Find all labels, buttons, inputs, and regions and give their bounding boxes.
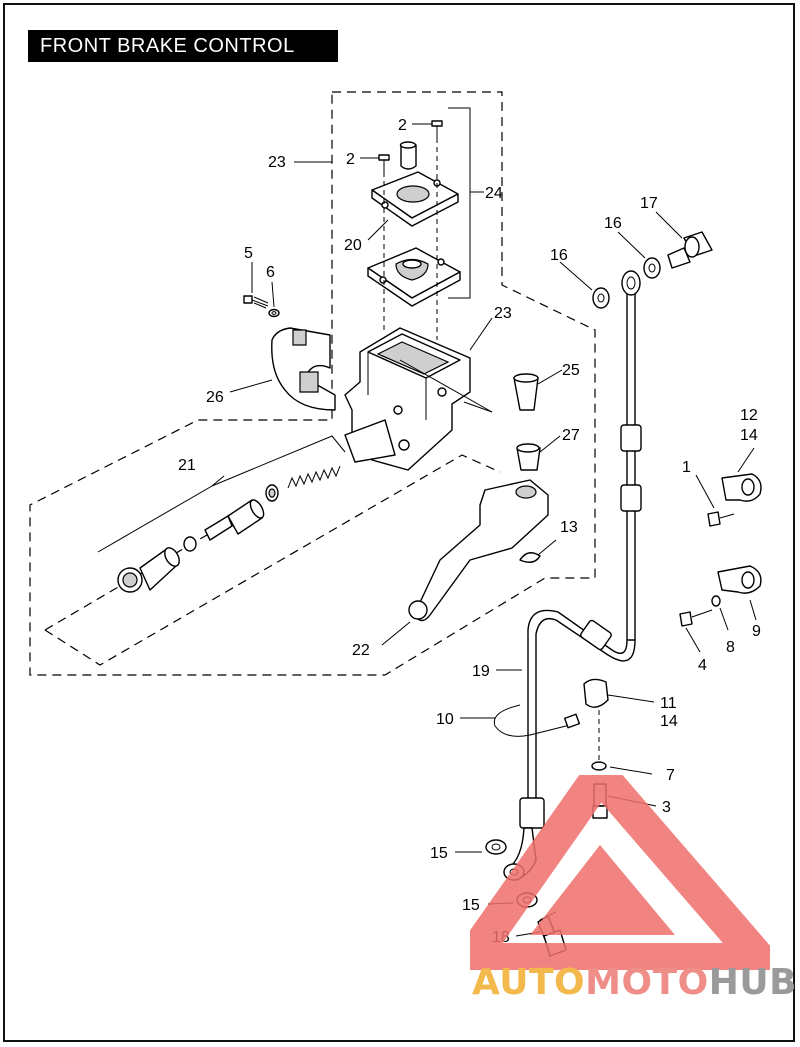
callout-15: 15 bbox=[462, 897, 480, 914]
reservoir-cover-assembly bbox=[367, 107, 471, 340]
retaining-ring bbox=[519, 552, 541, 563]
callout-2: 2 bbox=[346, 151, 355, 168]
callout-8: 8 bbox=[726, 639, 735, 656]
clamp-screw bbox=[243, 295, 269, 309]
callout-26: 26 bbox=[206, 389, 224, 406]
callout-7: 7 bbox=[666, 767, 675, 784]
callout-22: 22 bbox=[352, 642, 370, 659]
callout-9: 9 bbox=[752, 623, 761, 640]
leader-lines bbox=[229, 123, 757, 937]
line-clip-upper bbox=[707, 473, 762, 527]
clip-washer bbox=[591, 761, 607, 771]
watermark-hub: HUB bbox=[708, 962, 798, 1003]
cover-screw-b bbox=[378, 154, 390, 172]
cover-screw-a bbox=[431, 120, 443, 138]
callout-14: 14 bbox=[660, 713, 678, 730]
banjo-washer-upper-right bbox=[643, 257, 661, 279]
callout-labels: 2 2 23 24 20 5 6 26 23 25 27 13 21 22 16… bbox=[178, 117, 761, 946]
watermark-auto: AUTO bbox=[472, 962, 586, 1003]
callout-12: 12 bbox=[740, 407, 758, 424]
diagram-title: FRONT BRAKE CONTROL bbox=[28, 30, 338, 62]
callout-21: 21 bbox=[178, 457, 196, 474]
watermark-moto: MOTO bbox=[585, 962, 709, 1003]
callout-10: 10 bbox=[436, 711, 454, 728]
callout-3: 3 bbox=[662, 799, 671, 816]
callout-14: 14 bbox=[740, 427, 758, 444]
clamp-washer bbox=[268, 308, 280, 318]
callout-25: 25 bbox=[562, 362, 580, 379]
callout-23: 23 bbox=[268, 154, 286, 171]
banjo-washer-upper-left bbox=[592, 287, 610, 309]
cover-window bbox=[396, 185, 430, 203]
reservoir-cover-side bbox=[371, 189, 459, 227]
callout-2: 2 bbox=[398, 117, 407, 134]
callout-16: 16 bbox=[604, 215, 622, 232]
callout-1: 1 bbox=[682, 459, 691, 476]
callout-5: 5 bbox=[244, 245, 253, 262]
callout-6: 6 bbox=[266, 264, 275, 281]
master-cylinder-body bbox=[344, 327, 493, 471]
watermark-text: AUTOMOTOHUB bbox=[472, 962, 797, 1003]
callout-24: 24 bbox=[485, 185, 503, 202]
piston-kit bbox=[97, 435, 346, 593]
pivot-pin bbox=[513, 373, 539, 411]
callout-17: 17 bbox=[640, 195, 658, 212]
callout-19: 19 bbox=[472, 663, 490, 680]
page-border bbox=[3, 3, 795, 1042]
cable-strap bbox=[493, 704, 581, 737]
callout-4: 4 bbox=[698, 657, 707, 674]
brake-lever bbox=[408, 479, 549, 622]
callout-23: 23 bbox=[494, 305, 512, 322]
callout-27: 27 bbox=[562, 427, 580, 444]
callout-15: 15 bbox=[430, 845, 448, 862]
callout-20: 20 bbox=[344, 237, 362, 254]
banjo-washer-lower-a bbox=[485, 839, 507, 855]
banjo-bolt bbox=[667, 231, 713, 269]
callout-13: 13 bbox=[560, 519, 578, 536]
pivot-bushing bbox=[516, 443, 541, 471]
sight-plug bbox=[399, 141, 417, 170]
line-clip-middle bbox=[679, 565, 762, 627]
handlebar-clamp bbox=[271, 327, 336, 411]
callout-11: 11 bbox=[660, 695, 677, 712]
watermark-logo-icon bbox=[470, 775, 770, 970]
callout-16: 16 bbox=[550, 247, 568, 264]
